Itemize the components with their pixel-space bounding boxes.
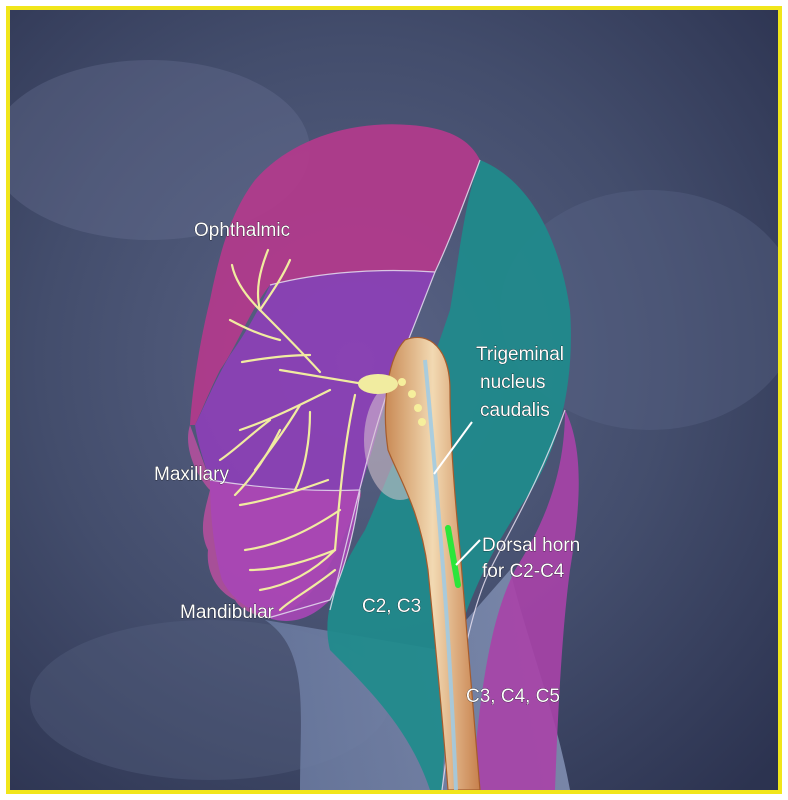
illustration-frame: Ophthalmic Maxillary Mandibular Trigemin…: [6, 6, 782, 794]
label-c2-c3: C2, C3: [362, 596, 421, 617]
label-maxillary: Maxillary: [154, 464, 229, 485]
label-trigeminal-line2: nucleus: [480, 372, 546, 393]
label-dorsal-horn-line2: for C2-C4: [482, 561, 565, 582]
label-ophthalmic: Ophthalmic: [194, 220, 290, 241]
label-c3-c4-c5: C3, C4, C5: [466, 686, 560, 707]
label-mandibular: Mandibular: [180, 602, 275, 623]
label-trigeminal-line3: caudalis: [480, 400, 550, 421]
head-nerve-diagram: Ophthalmic Maxillary Mandibular Trigemin…: [10, 10, 778, 790]
label-dorsal-horn-line1: Dorsal horn: [482, 535, 580, 556]
label-trigeminal-line1: Trigeminal: [476, 344, 564, 365]
trigeminal-ganglion: [358, 374, 398, 394]
